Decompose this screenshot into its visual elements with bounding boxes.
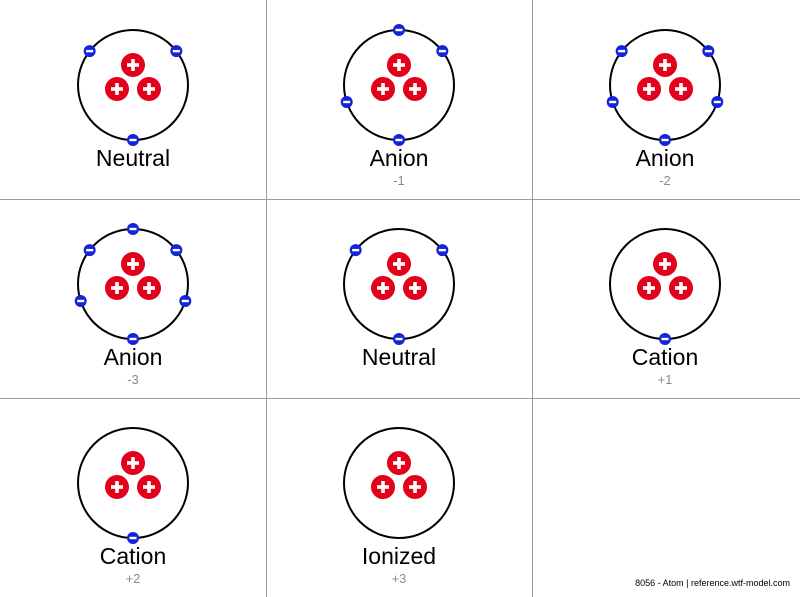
proton-icon bbox=[669, 77, 693, 101]
atom-type-label: Anion bbox=[103, 344, 163, 370]
electron-icon bbox=[127, 532, 139, 544]
charge-label: -1 bbox=[393, 173, 405, 188]
atom-cell bbox=[532, 398, 798, 597]
proton-icon bbox=[137, 276, 161, 300]
electron-icon bbox=[83, 45, 96, 58]
atom-cell: Anion -1 bbox=[266, 0, 532, 199]
atom-type-label: Ionized bbox=[361, 543, 437, 569]
electron-icon bbox=[127, 223, 139, 235]
proton-icon bbox=[387, 451, 411, 475]
proton-icon bbox=[105, 77, 129, 101]
atom-cell: Anion -3 bbox=[0, 199, 266, 398]
proton-icon bbox=[653, 53, 677, 77]
charge-label: +2 bbox=[125, 571, 141, 586]
proton-icon bbox=[403, 77, 427, 101]
proton-icon bbox=[669, 276, 693, 300]
atom-cell: Cation +1 bbox=[532, 199, 798, 398]
grid-line bbox=[532, 0, 533, 597]
atom-type-label: Cation bbox=[631, 344, 699, 370]
electron-icon bbox=[170, 244, 183, 257]
proton-icon bbox=[137, 475, 161, 499]
proton-icon bbox=[403, 475, 427, 499]
atom-diagram bbox=[343, 228, 455, 345]
atom-cell: Ionized +3 bbox=[266, 398, 532, 597]
grid-line bbox=[0, 199, 800, 200]
proton-icon bbox=[105, 276, 129, 300]
orbit-ring bbox=[343, 29, 455, 141]
atom-diagram bbox=[343, 427, 455, 539]
proton-icon bbox=[403, 276, 427, 300]
electron-icon bbox=[83, 244, 96, 257]
proton-icon bbox=[121, 451, 145, 475]
proton-icon bbox=[371, 77, 395, 101]
orbit-ring bbox=[343, 228, 455, 340]
electron-icon bbox=[659, 134, 671, 146]
orbit-ring bbox=[609, 29, 721, 141]
charge-label: +1 bbox=[657, 372, 673, 387]
atom-diagram bbox=[77, 29, 189, 146]
proton-icon bbox=[105, 475, 129, 499]
proton-icon bbox=[387, 252, 411, 276]
orbit-ring bbox=[77, 427, 189, 539]
electron-icon bbox=[127, 333, 139, 345]
electron-icon bbox=[659, 333, 671, 345]
atom-diagram bbox=[340, 24, 455, 146]
electron-icon bbox=[74, 294, 87, 307]
orbit-ring bbox=[343, 427, 455, 539]
atom-type-label: Anion bbox=[635, 145, 695, 171]
atom-diagram bbox=[606, 29, 724, 146]
electron-icon bbox=[179, 294, 192, 307]
atom-diagram bbox=[77, 427, 189, 544]
atom-cell: Cation +2 bbox=[0, 398, 266, 597]
footer-credit: 8056 - Atom | reference.wtf-model.com bbox=[635, 578, 790, 588]
proton-icon bbox=[121, 53, 145, 77]
electron-icon bbox=[340, 95, 353, 108]
electron-icon bbox=[711, 95, 724, 108]
atom-diagram bbox=[609, 228, 721, 345]
proton-icon bbox=[371, 276, 395, 300]
orbit-ring bbox=[77, 228, 189, 340]
electron-icon bbox=[606, 95, 619, 108]
grid-line bbox=[266, 0, 267, 597]
charge-label: +3 bbox=[391, 571, 407, 586]
proton-icon bbox=[637, 276, 661, 300]
charge-label: -3 bbox=[127, 372, 139, 387]
proton-icon bbox=[637, 77, 661, 101]
orbit-ring bbox=[77, 29, 189, 141]
atom-type-label: Neutral bbox=[361, 344, 437, 370]
electron-icon bbox=[702, 45, 715, 58]
atom-cell: Anion -2 bbox=[532, 0, 798, 199]
charge-label: -2 bbox=[659, 173, 671, 188]
proton-icon bbox=[121, 252, 145, 276]
proton-icon bbox=[653, 252, 677, 276]
proton-icon bbox=[371, 475, 395, 499]
electron-icon bbox=[127, 134, 139, 146]
electron-icon bbox=[393, 333, 405, 345]
electron-icon bbox=[349, 244, 362, 257]
proton-icon bbox=[137, 77, 161, 101]
atom-cell: Neutral bbox=[266, 199, 532, 398]
electron-icon bbox=[393, 134, 405, 146]
atom-cell: Neutral bbox=[0, 0, 266, 199]
grid-line bbox=[0, 398, 800, 399]
proton-icon bbox=[387, 53, 411, 77]
atom-type-label: Cation bbox=[99, 543, 167, 569]
atom-diagram bbox=[74, 223, 192, 345]
orbit-ring bbox=[609, 228, 721, 340]
electron-icon bbox=[615, 45, 628, 58]
atom-type-label: Neutral bbox=[95, 145, 171, 171]
electron-icon bbox=[170, 45, 183, 58]
electron-icon bbox=[436, 244, 449, 257]
electron-icon bbox=[393, 24, 405, 36]
electron-icon bbox=[436, 45, 449, 58]
atom-type-label: Anion bbox=[369, 145, 429, 171]
